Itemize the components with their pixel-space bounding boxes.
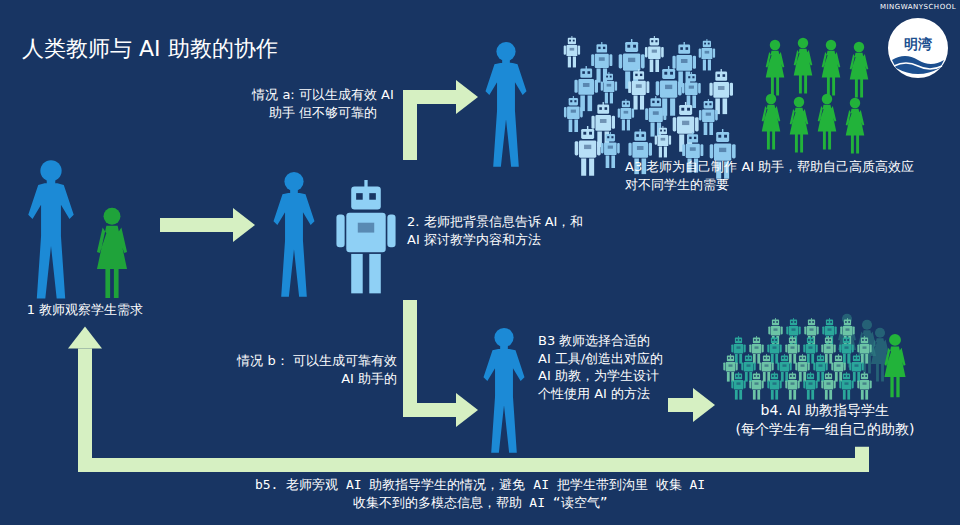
- robot-icon: [655, 126, 671, 157]
- student-icon: [850, 42, 869, 98]
- robot-icon: [699, 39, 715, 70]
- arrow-head: [233, 208, 255, 242]
- student-figure: [97, 208, 127, 298]
- robot-icon: [618, 99, 634, 130]
- robot-icon: [564, 96, 583, 132]
- assistant-crowd: [723, 314, 905, 400]
- stage-text: 1 教师观察学生需求: [10, 301, 160, 319]
- stage-text: A3 老师为自己制作 AI 助手，帮助自己高质高效应对不同学生的需要: [625, 158, 925, 193]
- title: 人类教师与 AI 助教的协作: [22, 34, 278, 64]
- student-icon: [822, 40, 841, 96]
- logo-wave-line: [894, 63, 942, 69]
- student-crowd: [762, 38, 869, 154]
- stage-text: b4. AI 助教指导学生 (每个学生有一组自己的助教): [715, 401, 935, 439]
- figures: [28, 42, 526, 453]
- teacher-figure: [484, 328, 525, 453]
- robot-icon: [785, 372, 799, 400]
- robot-icon: [564, 36, 580, 67]
- robot-icon: [628, 69, 649, 110]
- logo-ring-text: MINGWANYSCHOOL: [874, 3, 960, 11]
- flow-arrow: [68, 327, 862, 465]
- arrow-shaft: [668, 398, 693, 412]
- teacher-figure: [28, 160, 73, 298]
- stage-node: 1 教师观察学生需求: [10, 165, 160, 327]
- arrow-shaft: [160, 218, 233, 232]
- robot-icon: [803, 372, 817, 400]
- logo-name: 明湾: [898, 36, 938, 53]
- arrow-head: [456, 393, 478, 427]
- student-icon: [794, 38, 813, 94]
- school-logo: [889, 19, 947, 77]
- arrow-shaft: [410, 97, 456, 160]
- arrow-shaft: [85, 349, 862, 465]
- teacher-figure: [486, 42, 527, 167]
- robot-icon: [682, 72, 701, 108]
- robot-icon: [839, 372, 853, 400]
- stage-node: A3 老师为自己制作 AI 助手，帮助自己高质高效应对不同学生的需要: [478, 30, 933, 201]
- logo-circle: [889, 19, 947, 77]
- student-icon: [818, 94, 837, 150]
- stage-node: 2. 老师把背景信息告诉 AI，和 AI 探讨教学内容和方法: [255, 160, 595, 300]
- robot-icon: [699, 99, 718, 135]
- student-icon: [790, 97, 809, 153]
- stage-text: 2. 老师把背景信息告诉 AI，和 AI 探讨教学内容和方法: [407, 213, 593, 248]
- arrow-head: [68, 327, 102, 349]
- teacher-figure: [274, 172, 315, 297]
- robot-icon: [821, 372, 835, 400]
- arrow-head: [456, 80, 478, 114]
- edge-label: b5. 老师旁观 AI 助教指导学生的情况，避免 AI 把学生带到沟里 收集 A…: [250, 476, 710, 511]
- stage-node: b4. AI 助教指导学生 (每个学生有一组自己的助教): [715, 305, 935, 447]
- robot-icon: [767, 372, 781, 400]
- robot-figure: [336, 180, 395, 293]
- edge-label: 情况 b： 可以生成可靠有效 AI 助手的: [222, 352, 397, 387]
- robot-icon: [601, 132, 620, 168]
- logo-wave: [892, 56, 944, 74]
- flow-arrow: [410, 300, 478, 427]
- robot-icon: [575, 126, 601, 176]
- flow-arrow: [410, 80, 478, 160]
- stage-node: B3 教师选择合适的 AI 工具/创造出对应的 AI 助教，为学生设计个性使用 …: [478, 320, 668, 460]
- robot-icon: [645, 36, 664, 72]
- arrow-shaft: [410, 300, 456, 410]
- robot-icon: [749, 372, 763, 400]
- stage-text: B3 教师选择合适的 AI 工具/创造出对应的 AI 助教，为学生设计个性使用 …: [538, 332, 666, 402]
- flow-arrow: [160, 208, 255, 242]
- flow-arrow: [668, 388, 715, 422]
- edge-label: 情况 a: 可以生成有效 AI 助手 但不够可靠的: [250, 86, 396, 121]
- robot-icon: [731, 372, 745, 400]
- student-icon: [762, 94, 781, 150]
- student-icon: [846, 98, 865, 154]
- robot-icon: [857, 372, 871, 400]
- robot-crowd: [564, 36, 736, 179]
- robot-icon: [601, 72, 617, 103]
- student-icon: [884, 334, 905, 397]
- arrow-head: [693, 388, 715, 422]
- student-icon: [766, 40, 785, 96]
